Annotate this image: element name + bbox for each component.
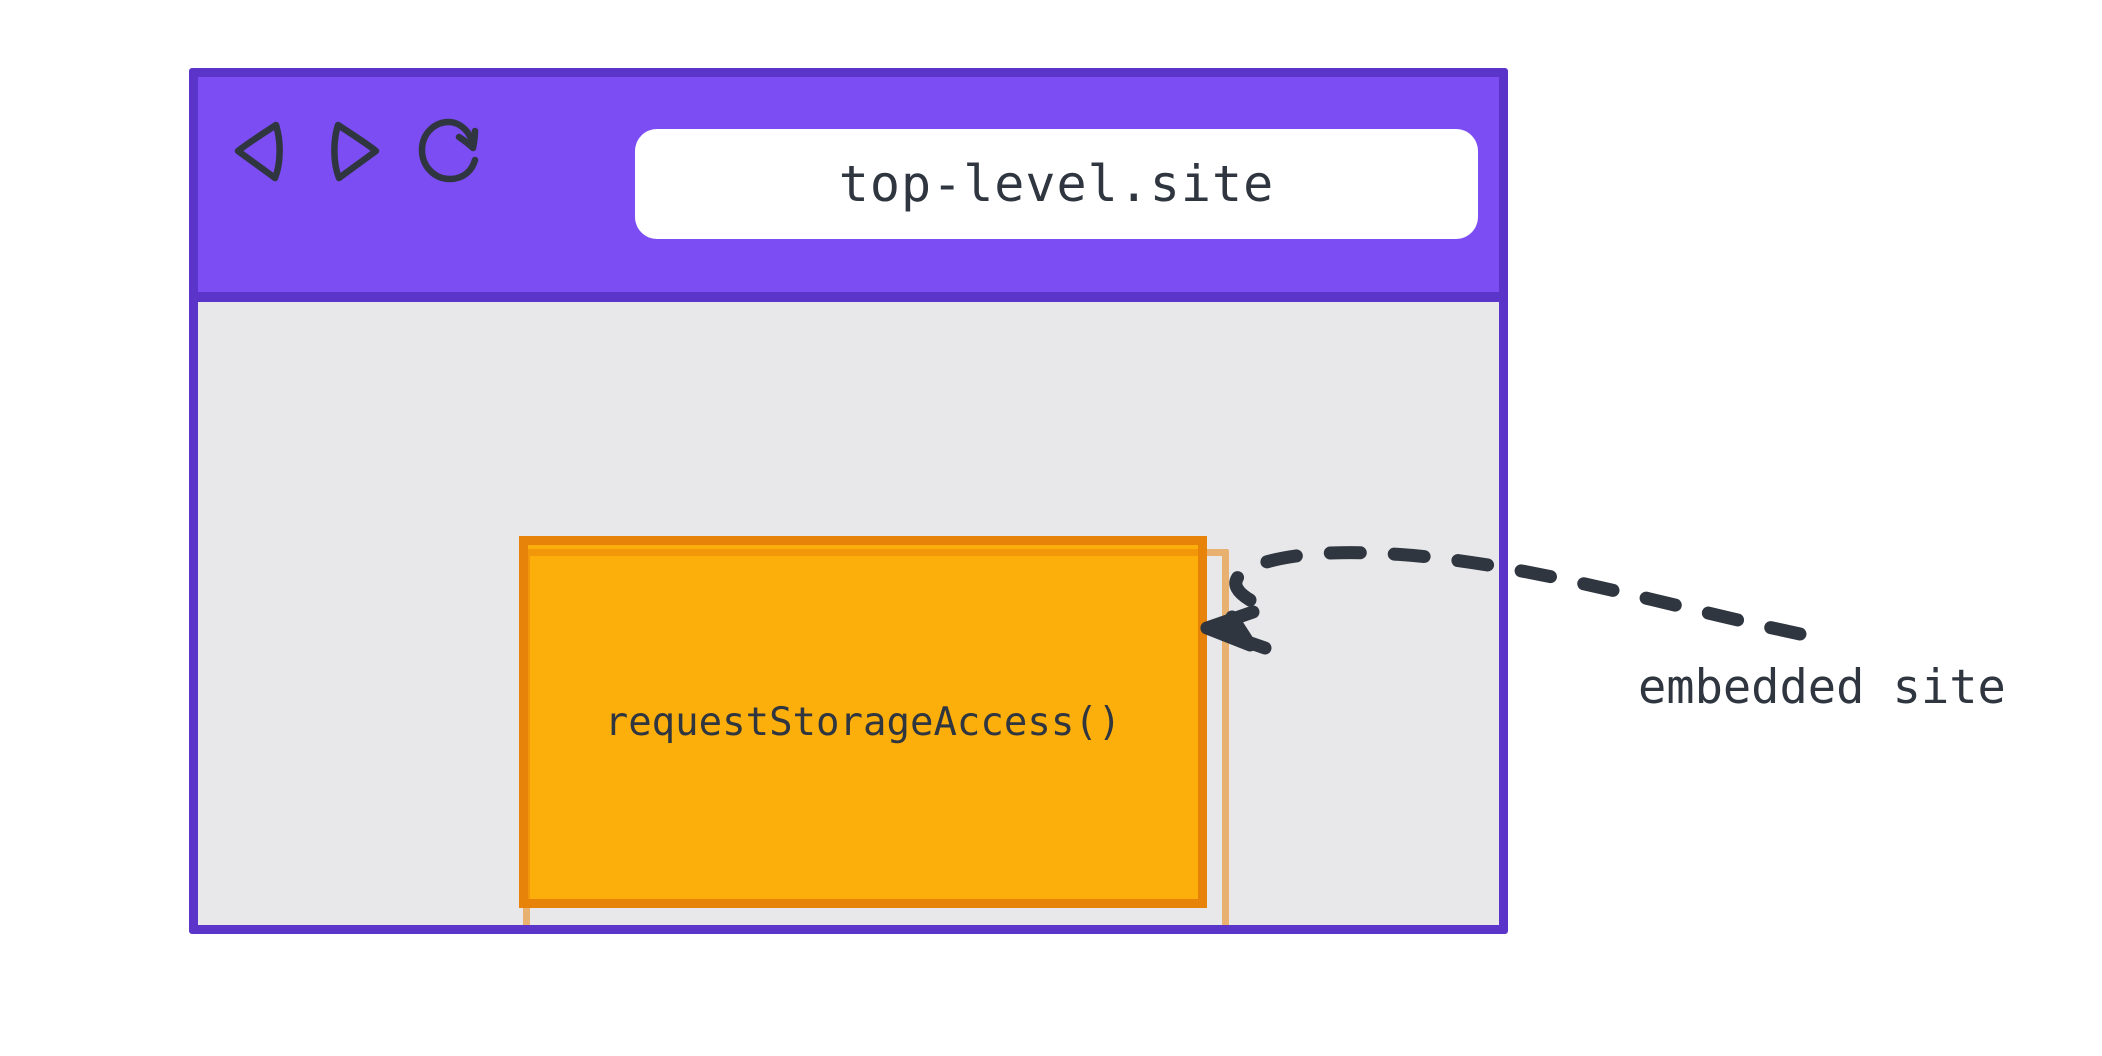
embedded-site-annotation-label: embedded site — [1638, 660, 2006, 715]
browser-viewport: requestStorageAccess() — [198, 302, 1499, 925]
request-storage-access-label: requestStorageAccess() — [604, 699, 1122, 745]
url-text: top-level.site — [838, 155, 1275, 213]
reload-button[interactable] — [414, 115, 488, 189]
chrome-divider — [198, 292, 1499, 302]
back-button[interactable] — [222, 115, 296, 189]
browser-chrome: top-level.site — [198, 77, 1499, 292]
embedded-site-frame[interactable]: requestStorageAccess() — [519, 536, 1229, 925]
forward-triangle-icon — [319, 115, 391, 190]
browser-nav-controls — [222, 115, 488, 189]
back-triangle-icon — [223, 115, 295, 190]
browser-window: top-level.site requestStorageAccess() — [189, 68, 1508, 934]
forward-button[interactable] — [318, 115, 392, 189]
reload-circular-arrow-icon — [413, 113, 489, 192]
url-bar[interactable]: top-level.site — [635, 129, 1478, 239]
